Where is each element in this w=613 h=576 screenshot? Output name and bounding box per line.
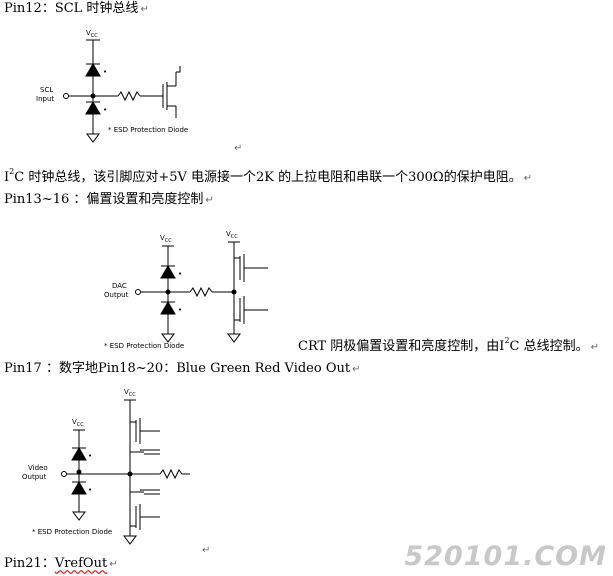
pin13-text: Pin13~16 ：偏置设置和亮度控制: [4, 192, 204, 207]
i2c-description: I2C 时钟总线，该引脚应对+5V 电源接一个2K 的上拉电阻和串联一个300Ω…: [4, 167, 533, 187]
svg-text:•: •: [88, 486, 92, 494]
pin17-heading: Pin17 ：数字地Pin18~20：Blue Green Red Video …: [4, 361, 360, 378]
svg-text:Video: Video: [28, 464, 48, 472]
pin12-heading: Pin12：SCL 时钟总线↵: [4, 1, 149, 18]
paragraph-mark: ↵: [205, 195, 214, 206]
scl-circuit-diagram: VCC • • SCL Input * ESD Protection Diode: [30, 26, 230, 152]
crt-text-b: C 总线控制。: [509, 339, 589, 354]
svg-text:VCC: VCC: [160, 234, 172, 244]
pin13-heading: Pin13~16 ：偏置设置和亮度控制↵: [4, 192, 214, 209]
paragraph-mark: ↵: [352, 364, 361, 375]
crt-superscript: 2: [504, 336, 510, 345]
dac-circuit-diagram: VCC • • DAC Output VCC * ESD Protection …: [90, 226, 290, 356]
svg-text:•: •: [88, 452, 92, 460]
svg-text:•: •: [178, 306, 182, 314]
svg-text:* ESD Protection Diode: * ESD Protection Diode: [108, 126, 188, 134]
video-circuit-diagram: VCC • • Video Output VCC *: [20, 386, 210, 551]
pin12-text: Pin12：SCL 时钟总线: [4, 1, 139, 16]
paragraph-mark: ↵: [202, 545, 211, 556]
paragraph-mark: ↵: [234, 143, 243, 154]
paragraph-mark: ↵: [523, 173, 533, 184]
crt-text-a: CRT 阴极偏置设置和亮度控制，由I: [298, 339, 505, 354]
crt-description: CRT 阴极偏置设置和亮度控制，由I2C 总线控制。↵: [298, 336, 600, 356]
i2c-rest: C 时钟总线，该引脚应对+5V 电源接一个2K 的上拉电阻和串联一个300Ω的保…: [14, 170, 522, 185]
svg-text:VCC: VCC: [226, 230, 238, 240]
svg-text:•: •: [178, 270, 182, 278]
pin21-heading: Pin21：VrefOut↵: [4, 556, 118, 573]
svg-text:DAC: DAC: [112, 282, 127, 290]
paragraph-mark: ↵: [590, 342, 600, 353]
scl-vcc-label: VCC: [86, 29, 98, 39]
paragraph-mark: ↵: [140, 4, 149, 15]
pin21-label: Pin21：: [4, 556, 55, 571]
i2c-superscript: 2: [9, 167, 15, 176]
svg-text:VCC: VCC: [124, 388, 136, 398]
pin21-value: VrefOut: [54, 556, 108, 571]
svg-text:Output: Output: [22, 473, 47, 481]
svg-text:* ESD Protection Diode: * ESD Protection Diode: [32, 528, 112, 536]
svg-text:Input: Input: [36, 95, 54, 103]
svg-text:SCL: SCL: [40, 86, 53, 94]
svg-text:•: •: [103, 106, 107, 114]
i2c-prefix: I: [4, 170, 10, 185]
svg-text:•: •: [103, 68, 107, 76]
paragraph-mark: ↵: [109, 559, 118, 570]
svg-text:VCC: VCC: [72, 418, 84, 428]
svg-text:* ESD Protection Diode: * ESD Protection Diode: [104, 342, 184, 350]
watermark-logo: 520101.COM: [404, 541, 607, 572]
svg-text:Output: Output: [104, 291, 129, 299]
pin17-text: Pin17 ：数字地Pin18~20：Blue Green Red Video …: [4, 361, 351, 376]
